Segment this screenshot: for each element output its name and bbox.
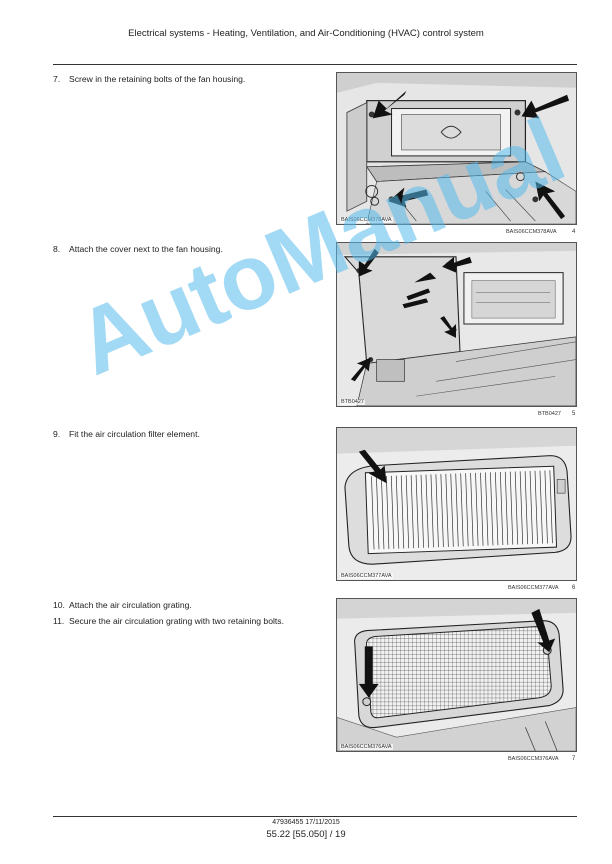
figure-caption-code: BAIS06CCM376AVA: [508, 756, 559, 762]
header-divider: [53, 64, 577, 65]
step-text: Screw in the retaining bolts of the fan …: [69, 74, 246, 84]
arrow-indicator: [388, 187, 429, 208]
arrow-indicator: [521, 94, 570, 119]
figure-inner-code: BTB0427: [340, 399, 365, 405]
footer-divider: [53, 816, 577, 817]
step-text: Attach the air circulation grating.: [69, 600, 192, 610]
arrow-indicator: [535, 181, 566, 220]
step-number: 8.: [53, 244, 61, 254]
footer-page-number: 55.22 [55.050] / 19: [266, 829, 346, 840]
arrow-indicator: [358, 449, 387, 484]
cover-illustration: [337, 243, 576, 406]
figure-filter-element: BAIS06CCM377AVA: [336, 427, 577, 581]
arrow-indicator: [531, 608, 556, 653]
step-text: Fit the air circulation filter element.: [69, 429, 200, 439]
step-11: 11. Secure the air circulation grating wi…: [53, 615, 315, 627]
filter-illustration: [337, 428, 576, 580]
figure-number: 4: [572, 229, 576, 235]
fan-housing-illustration: [337, 73, 576, 224]
page-header-title: Electrical systems - Heating, Ventilatio…: [128, 28, 484, 39]
step-8: 8. Attach the cover next to the fan housi…: [53, 243, 223, 255]
arrow-indicator: [440, 316, 457, 338]
figure-fan-housing-bolts: BAIS06CCM378AVA: [336, 72, 577, 225]
figure-inner-code: BAIS06CCM377AVA: [340, 573, 393, 579]
step-number: 11.: [53, 616, 65, 626]
figure-caption: BTB0427 5: [538, 411, 578, 417]
figure-caption-code: BAIS06CCM378AVA: [506, 229, 557, 235]
figure-cover-attach: BTB0427: [336, 242, 577, 407]
step-number: 7.: [53, 74, 61, 84]
figure-caption: BAIS06CCM378AVA 4: [506, 229, 577, 235]
figure-inner-code: BAIS06CCM376AVA: [340, 744, 393, 750]
arrow-indicator: [358, 248, 379, 277]
step-9: 9. Fit the air circulation filter element…: [53, 428, 200, 440]
figure-caption: BAIS06CCM376AVA 7: [508, 756, 578, 762]
figure-caption: BAIS06CCM377AVA 6: [508, 585, 578, 591]
step-text: Attach the cover next to the fan housing…: [69, 244, 223, 254]
figure-caption-code: BAIS06CCM377AVA: [508, 585, 559, 591]
figure-number: 7: [572, 756, 576, 762]
figure-circulation-grating: BAIS06CCM376AVA: [336, 598, 577, 752]
arrow-indicator: [350, 357, 371, 382]
figure-number: 5: [572, 411, 576, 417]
arrow-indicator: [358, 646, 379, 698]
figure-number: 6: [572, 585, 576, 591]
figure-caption-code: BTB0427: [538, 411, 561, 417]
arrow-indicator: [372, 90, 407, 119]
step-10: 10. Attach the air circulation grating.: [53, 599, 192, 611]
footer-document-id: 47936455 17/11/2015: [272, 819, 340, 826]
step-text: Secure the air circulation grating with …: [69, 616, 284, 626]
grating-illustration: [337, 599, 576, 751]
figure-inner-code: BAIS06CCM378AVA: [340, 217, 393, 223]
step-number: 9.: [53, 429, 61, 439]
step-7: 7. Screw in the retaining bolts of the fa…: [53, 73, 245, 85]
step-number: 10.: [53, 600, 65, 610]
arrow-indicator: [442, 256, 472, 273]
